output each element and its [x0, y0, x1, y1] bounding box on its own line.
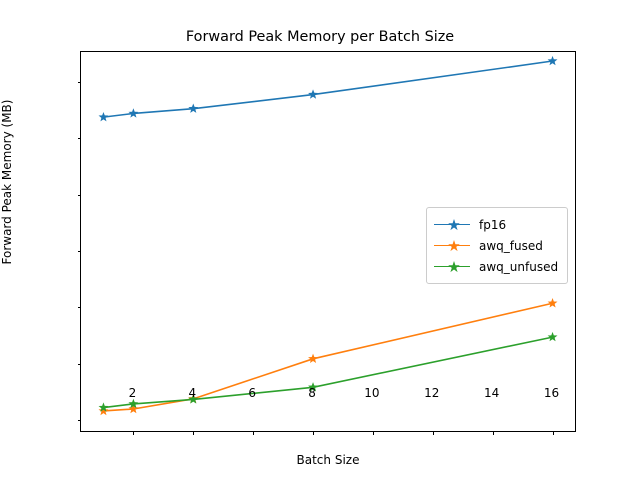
x-tick-label: 4: [188, 386, 197, 400]
marker-fp16-2: [128, 108, 139, 118]
x-tick-label: 12: [424, 386, 440, 400]
chart-title: Forward Peak Memory per Batch Size: [185, 29, 455, 45]
marker-awq_fused-8: [308, 353, 318, 364]
legend-swatch-awq-unfused: [434, 260, 470, 274]
x-tick-label: 6: [248, 386, 256, 400]
x-tick-mark: [492, 431, 494, 435]
legend-swatch-awq-fused: [434, 239, 470, 253]
legend-item-awq-unfused: awq_unfused: [434, 256, 558, 277]
legend-label-awq-fused: awq_fused: [479, 238, 543, 253]
marker-awq_fused-2: [128, 403, 139, 414]
y-tick-mark: [77, 251, 81, 253]
x-tick-mark: [193, 431, 195, 435]
plot-area: fp16 awq_fused awq_unfused: [77, 51, 576, 435]
marker-fp16-1: [98, 111, 109, 122]
y-tick-mark: [77, 363, 81, 365]
series-line-fp16: [103, 60, 553, 118]
x-tick-mark: [313, 431, 315, 435]
marker-awq_unfused-16: [547, 331, 558, 342]
star-icon: [448, 218, 460, 230]
x-tick-label: 2: [128, 386, 137, 400]
y-tick-mark: [77, 420, 81, 422]
y-tick-mark: [77, 307, 81, 309]
y-tick-mark: [77, 81, 81, 83]
marker-awq_unfused-4: [188, 394, 199, 404]
y-tick-mark: [77, 194, 81, 196]
x-tick-mark: [372, 431, 374, 435]
marker-fp16-4: [188, 103, 199, 113]
marker-awq_fused-16: [547, 298, 558, 308]
marker-awq_unfused-2: [128, 398, 139, 409]
legend-label-awq-unfused: awq_unfused: [479, 259, 559, 274]
star-icon: [448, 260, 460, 272]
y-tick-mark: [77, 138, 81, 140]
y-axis-label: Forward Peak Memory (MB): [0, 99, 14, 265]
star-icon: [448, 239, 460, 251]
legend: fp16 awq_fused awq_unfused: [426, 207, 569, 284]
x-tick-label: 8: [308, 386, 316, 400]
legend-item-fp16: fp16: [434, 214, 558, 235]
marker-awq_unfused-1: [98, 402, 109, 412]
marker-awq_fused-1: [98, 405, 109, 416]
x-tick-label: 10: [364, 386, 380, 400]
x-tick-label: 14: [484, 386, 500, 400]
legend-label-fp16: fp16: [479, 217, 507, 232]
marker-awq_unfused-8: [308, 382, 318, 392]
marker-fp16-16: [547, 55, 558, 66]
marker-fp16-8: [308, 89, 318, 99]
x-tick-mark: [432, 431, 434, 435]
legend-item-awq-fused: awq_fused: [434, 235, 558, 256]
x-tick-mark: [253, 431, 255, 435]
x-tick-mark: [552, 431, 554, 435]
x-tick-label: 16: [543, 386, 560, 400]
legend-swatch-fp16: [434, 218, 470, 232]
data-lines: [98, 55, 558, 416]
x-tick-mark: [133, 431, 135, 435]
x-axis-label: Batch Size: [296, 453, 360, 467]
